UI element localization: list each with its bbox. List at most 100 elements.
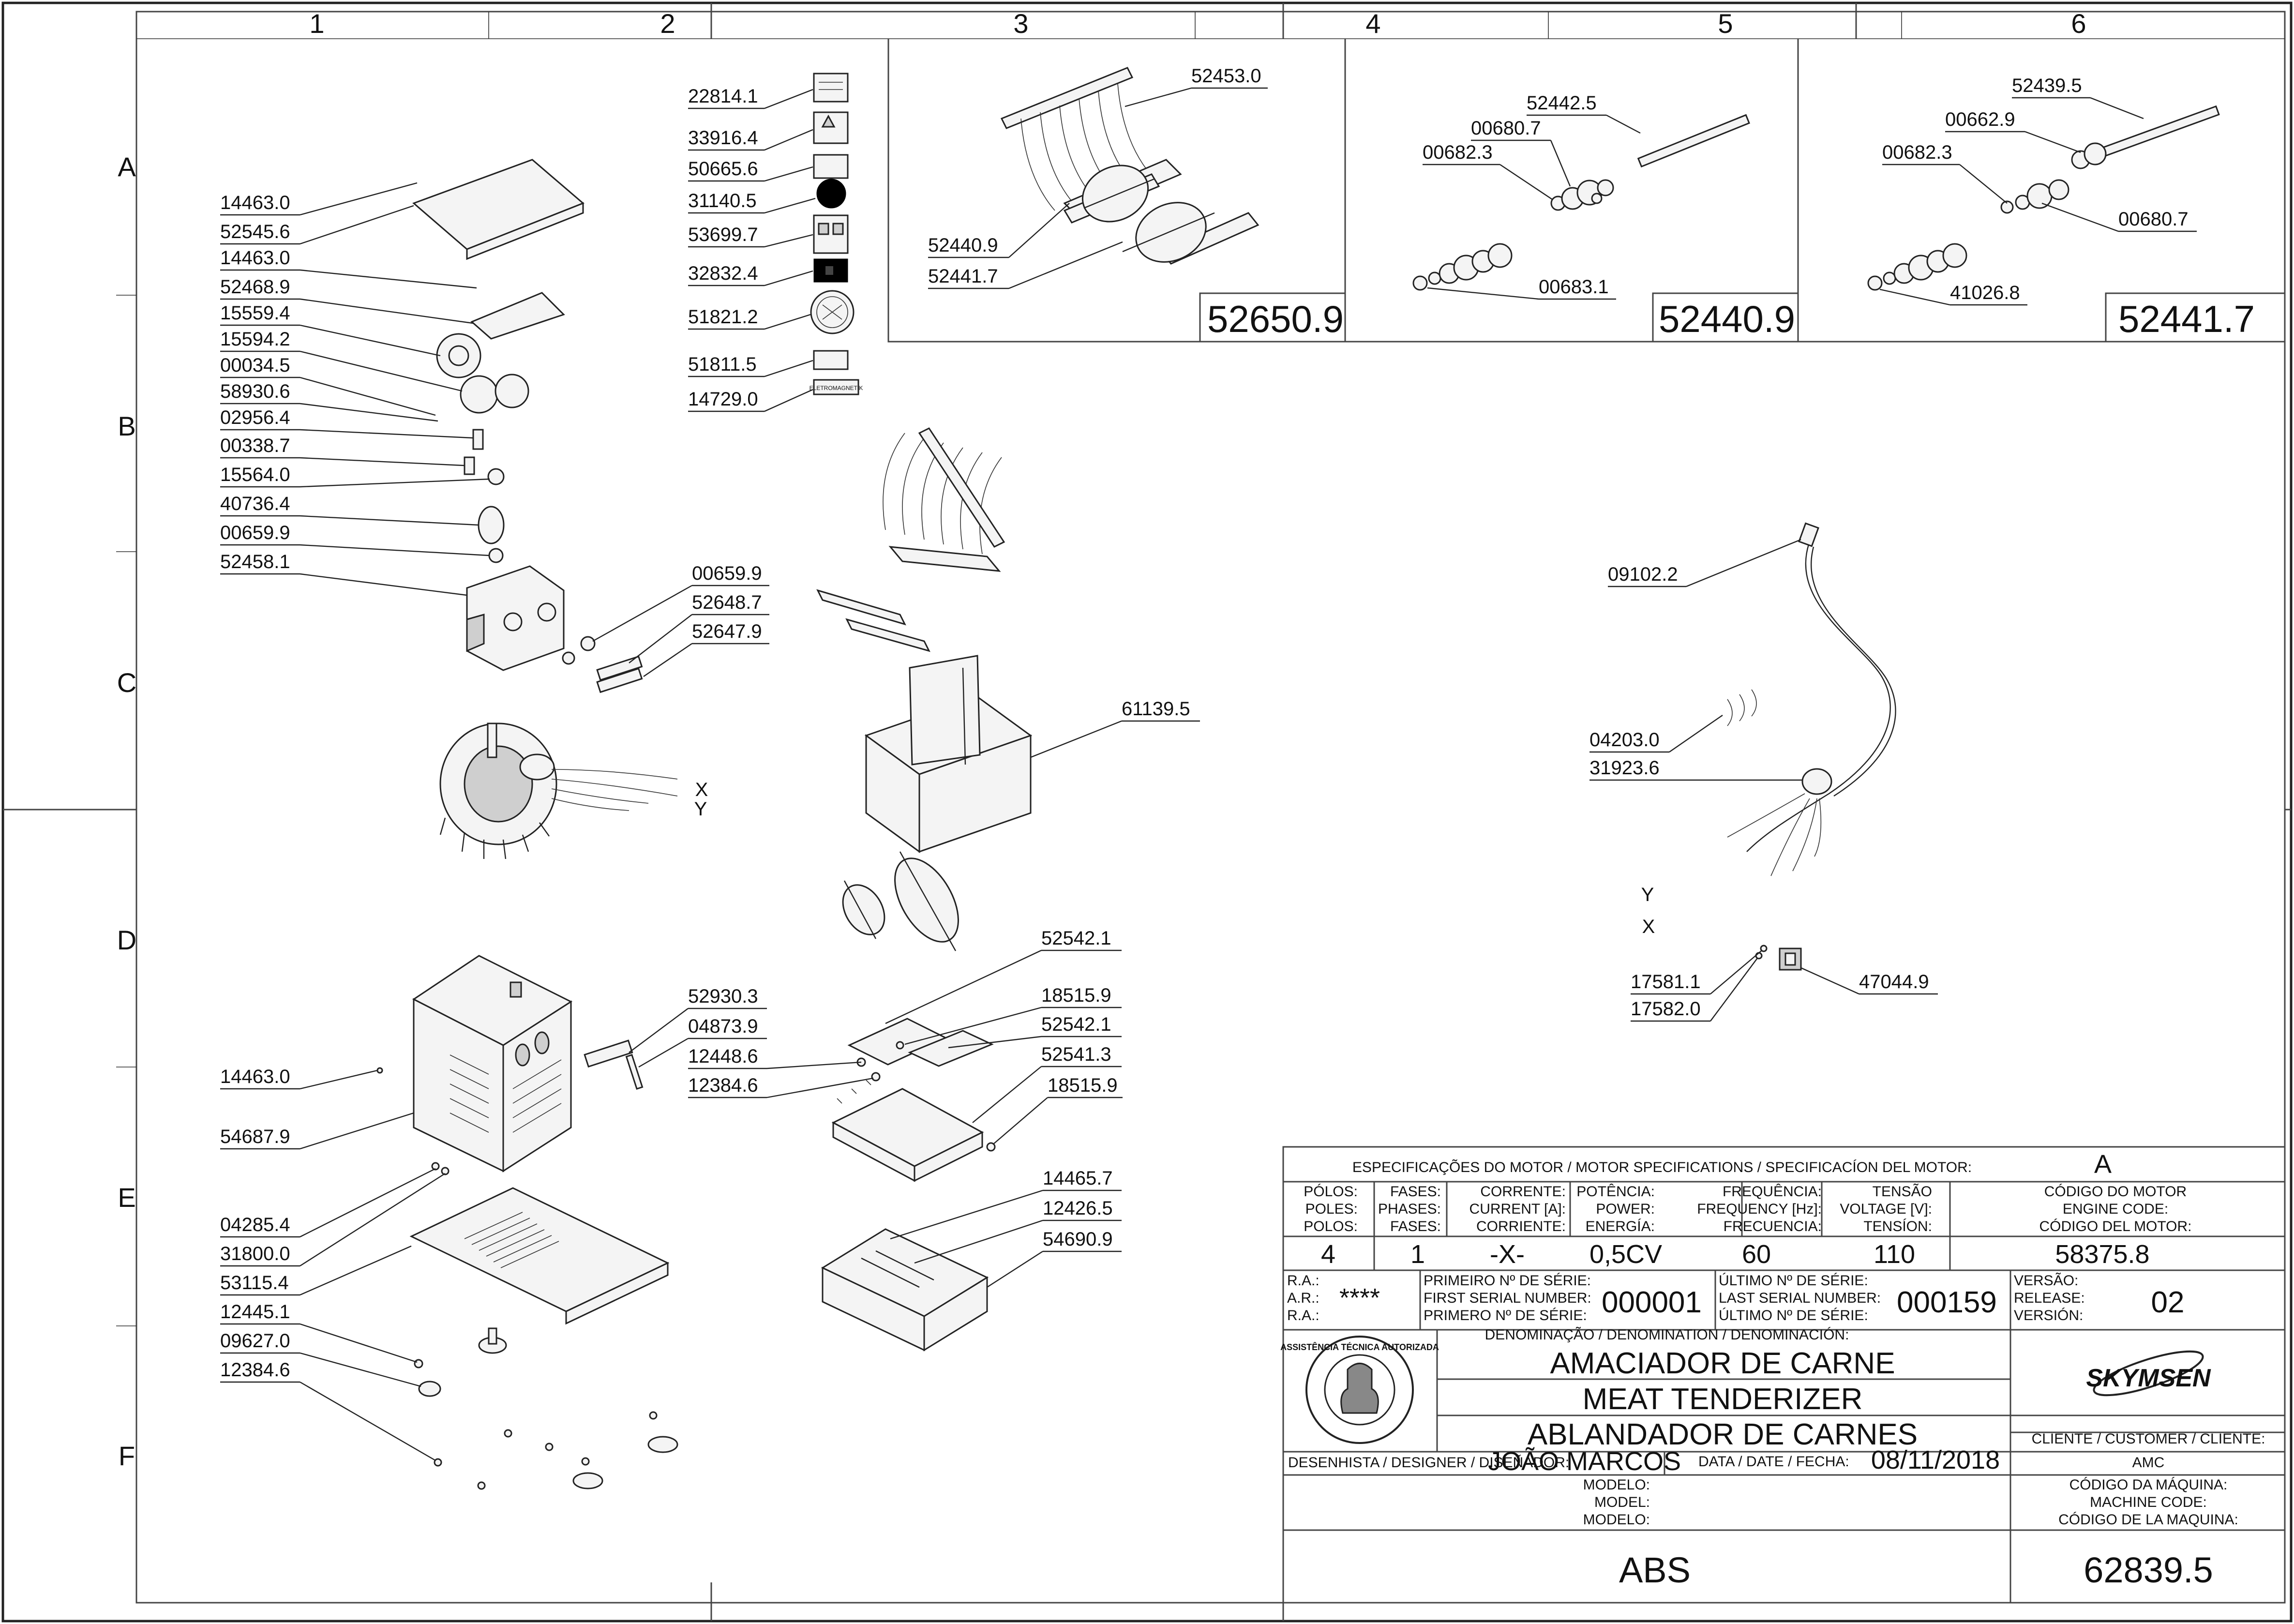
shaft-parts	[562, 636, 643, 693]
name-en: MEAT TENDERIZER	[1583, 1383, 1863, 1416]
callout-54687-9: 54687.9	[220, 1112, 414, 1150]
svg-text:15564.0: 15564.0	[220, 464, 290, 485]
callout-14465-7: 14465.7	[890, 1168, 1122, 1240]
svg-text:52439.5: 52439.5	[2012, 75, 2082, 96]
zone-row-c: C	[117, 667, 136, 698]
svg-text:00683.1: 00683.1	[1539, 276, 1609, 298]
date-value: 08/11/2018	[1871, 1445, 2000, 1474]
svg-text:52541.3: 52541.3	[1041, 1044, 1111, 1065]
last-serial-label-2: LAST SERIAL NUMBER:	[1719, 1290, 1881, 1306]
machine-code-label-1: CÓDIGO DA MÁQUINA:	[2069, 1477, 2228, 1493]
gear-small	[495, 374, 529, 408]
svg-text:12384.6: 12384.6	[688, 1075, 758, 1096]
last-serial-label-1: ÚLTIMO Nº DE SÉRIE:	[1719, 1273, 1868, 1289]
svg-text:00680.7: 00680.7	[2118, 209, 2189, 230]
model-value: ABS	[1619, 1550, 1691, 1590]
base-assembly: 04285.4 31800.0 53115.4 12445.1 09627.0 …	[220, 1162, 678, 1490]
callout-31923-6: 31923.6	[1589, 757, 1802, 781]
callout-61139-5: 61139.5	[1030, 698, 1200, 758]
callout-54690-9: 54690.9	[987, 1229, 1122, 1288]
callout-15594-2: 15594.2	[220, 329, 463, 392]
seal-text: ASSISTÊNCIA TÉCNICA AUTORIZADA	[1280, 1342, 1439, 1352]
kit-panels-frame	[887, 39, 2286, 343]
comb-top-bar	[1000, 67, 1134, 129]
svg-text:00034.5: 00034.5	[220, 355, 290, 376]
machine-code-label-2: MACHINE CODE:	[2090, 1494, 2207, 1510]
hdr-frequency-2: FREQUENCY [Hz]:	[1697, 1201, 1822, 1217]
model-label-3: MODELO:	[1583, 1512, 1650, 1528]
svg-text:17581.1: 17581.1	[1631, 971, 1701, 992]
zone-row-d: D	[117, 925, 136, 955]
value-engine-code: 58375.8	[2055, 1240, 2149, 1269]
machine-code-label-3: CÓDIGO DE LA MAQUINA:	[2058, 1512, 2238, 1528]
svg-text:32832.4: 32832.4	[688, 263, 758, 284]
callout-12448-6: 12448.6	[688, 1046, 862, 1069]
zone-row-e: E	[118, 1182, 135, 1213]
callout-52541-3: 52541.3	[972, 1044, 1122, 1123]
callout-52542-1-b: 52542.1	[948, 1014, 1122, 1049]
svg-text:00682.3: 00682.3	[1882, 142, 1952, 163]
svg-text:12426.5: 12426.5	[1043, 1198, 1113, 1219]
callout-09102-2: 09102.2	[1608, 539, 1801, 587]
decal-list: 22814.1 33916.4 50665.6 31140.5 53699.7 …	[688, 73, 863, 412]
value-current: -X-	[1490, 1240, 1525, 1269]
svg-text:04203.0: 04203.0	[1589, 729, 1660, 751]
kit-code-52650-9: 52650.9	[1207, 298, 1344, 340]
shaft-52442-5	[1637, 114, 1750, 168]
zone-row-a: A	[118, 151, 136, 182]
first-serial-label-2: FIRST SERIAL NUMBER:	[1424, 1290, 1591, 1306]
decal-31140-5: 31140.5	[688, 179, 846, 214]
callout-15564-0: 15564.0	[220, 464, 490, 488]
callout-52542-1-a: 52542.1	[885, 928, 1122, 1024]
callout-52647-9: 52647.9	[643, 621, 769, 677]
callout-00680-7-b: 00680.7	[2041, 202, 2197, 232]
callout-40736-4: 40736.4	[220, 493, 480, 526]
decal-black-dot	[816, 179, 846, 209]
callout-12384-6-a: 12384.6	[220, 1359, 436, 1461]
zone-col-1: 1	[309, 8, 324, 39]
name-es: ABLANDADOR DE CARNES	[1528, 1418, 1918, 1451]
hdr-engine-code-3: CÓDIGO DEL MOTOR:	[2039, 1218, 2191, 1234]
comb-blade-strip	[888, 546, 1001, 572]
zone-row-f: F	[119, 1441, 135, 1471]
shaft-52439-5	[2101, 105, 2220, 157]
callout-12426-5: 12426.5	[914, 1198, 1122, 1264]
title-block: ESPECIFICAÇÕES DO MOTOR / MOTOR SPECIFIC…	[1280, 1146, 2286, 1604]
shaft-callouts: 00659.9 52648.7 52647.9	[592, 563, 769, 677]
svg-text:00682.3: 00682.3	[1423, 142, 1493, 163]
spring	[478, 506, 505, 544]
svg-text:52453.0: 52453.0	[1191, 65, 1261, 87]
ra-label-2: A.R.:	[1287, 1290, 1319, 1306]
hdr-poles-2: POLES:	[1305, 1201, 1358, 1217]
svg-text:12448.6: 12448.6	[688, 1046, 758, 1067]
zone-col-4: 4	[1365, 8, 1380, 39]
hdr-frequency-3: FRECUENCIA:	[1724, 1218, 1822, 1234]
svg-text:00659.9: 00659.9	[692, 563, 762, 584]
svg-text:17582.0: 17582.0	[1631, 998, 1701, 1020]
customer-value: AMC	[2132, 1455, 2165, 1471]
hdr-power-3: ENERGÍA:	[1586, 1218, 1655, 1234]
value-power: 0,5CV	[1589, 1240, 1662, 1269]
callout-00680-7-a: 00680.7	[1471, 118, 1571, 187]
svg-text:58930.6: 58930.6	[220, 381, 290, 402]
designer-value: JOÃO MARCOS	[1488, 1447, 1681, 1476]
decal-33916-4: 33916.4	[688, 111, 849, 151]
svg-text:14463.0: 14463.0	[220, 1066, 290, 1087]
first-serial-value: 000001	[1602, 1286, 1702, 1319]
model-label-1: MODELO:	[1583, 1477, 1650, 1493]
decal-51821-2: 51821.2	[688, 290, 855, 334]
hdr-voltage-3: TENSÍON:	[1863, 1218, 1932, 1234]
callout-00659-9-a: 00659.9	[220, 522, 490, 556]
svg-text:15594.2: 15594.2	[220, 329, 290, 350]
svg-text:52648.7: 52648.7	[692, 592, 762, 613]
callout-00682-3-a: 00682.3	[1423, 142, 1553, 200]
callout-14463-0-c: 14463.0	[220, 1066, 378, 1090]
svg-text:40736.4: 40736.4	[220, 493, 290, 514]
kit-code-52440-9: 52440.9	[1659, 298, 1795, 340]
svg-text:00338.7: 00338.7	[220, 435, 290, 456]
callout-18515-9-b: 18515.9	[992, 1075, 1123, 1145]
callout-52930-3: 52930.3	[629, 986, 767, 1053]
svg-text:51811.5: 51811.5	[688, 354, 757, 375]
hdr-phases-1: FASES:	[1390, 1184, 1441, 1200]
